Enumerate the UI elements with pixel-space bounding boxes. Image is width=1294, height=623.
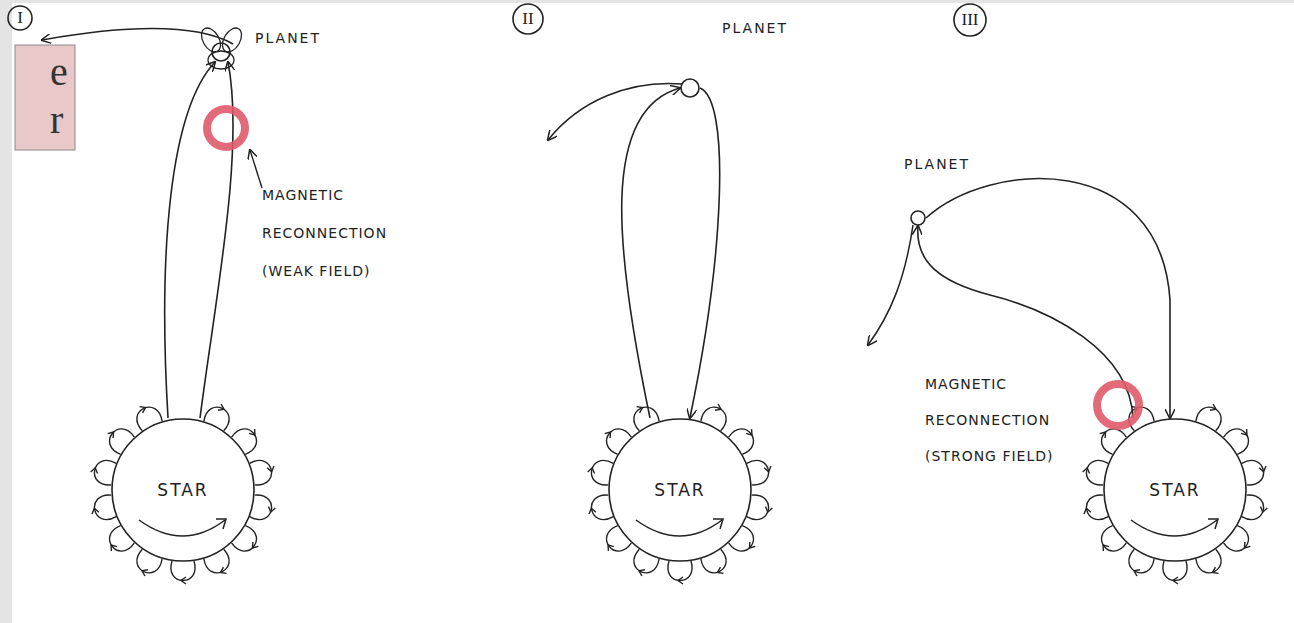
field-line <box>548 83 682 140</box>
star-circle: STAR <box>1103 418 1247 562</box>
circle-outline <box>1104 419 1246 561</box>
slide-fragment <box>15 45 75 150</box>
star-circle: STAR <box>111 418 255 562</box>
planet-circle: PLANET <box>910 210 926 226</box>
star-field-loops <box>1081 400 1270 584</box>
callout-note: MAGNETIC RECONNECTION (STRONG FIELD) <box>925 366 1097 474</box>
circle-outline <box>112 419 254 561</box>
star-field-loops <box>89 400 278 584</box>
circle-outline <box>609 419 751 561</box>
circle-outline <box>513 4 543 34</box>
star-label: STAR <box>654 480 705 500</box>
field-line <box>868 225 913 345</box>
panel-number: II <box>512 3 544 35</box>
leader-arrow <box>250 150 262 188</box>
planet-circle: PLANET <box>211 42 231 62</box>
text-fragment: r <box>50 100 63 140</box>
star-field-loops <box>586 400 775 584</box>
panel-number: I <box>7 5 33 31</box>
star-label: STAR <box>157 480 208 500</box>
panel-numeral: II <box>522 9 533 29</box>
highlight-circle <box>207 109 245 147</box>
magnetosphere-lobe <box>198 25 225 56</box>
star-label: STAR <box>1149 480 1200 500</box>
field-line <box>200 62 233 418</box>
planet-circle: PLANET <box>680 78 700 98</box>
node-outline <box>211 42 231 62</box>
planet-label: PLANET <box>722 20 788 36</box>
circle-outline <box>8 6 32 30</box>
star-circle: STAR <box>608 418 752 562</box>
field-line <box>622 88 680 418</box>
text-fragment: e <box>50 52 68 92</box>
circle-outline <box>681 79 699 97</box>
frame-edge <box>0 0 1294 3</box>
node-outline <box>680 78 700 98</box>
circle-outline <box>954 4 986 36</box>
field-line <box>165 62 215 418</box>
highlight-circle <box>1097 384 1139 426</box>
panel-numeral: III <box>962 10 979 30</box>
planet-label: PLANET <box>255 30 321 46</box>
field-line <box>690 88 720 418</box>
frame-edge <box>0 0 12 623</box>
callout-note: MAGNETIC RECONNECTION (WEAK FIELD) <box>262 176 412 290</box>
magnetosphere-lobe <box>219 25 246 56</box>
field-line <box>42 28 233 44</box>
panel-numeral: I <box>17 8 23 28</box>
circle-outline <box>911 211 925 225</box>
circle-outline <box>212 43 230 61</box>
node-outline <box>910 210 926 226</box>
panel-number: III <box>953 3 987 37</box>
planet-label: PLANET <box>904 156 970 172</box>
